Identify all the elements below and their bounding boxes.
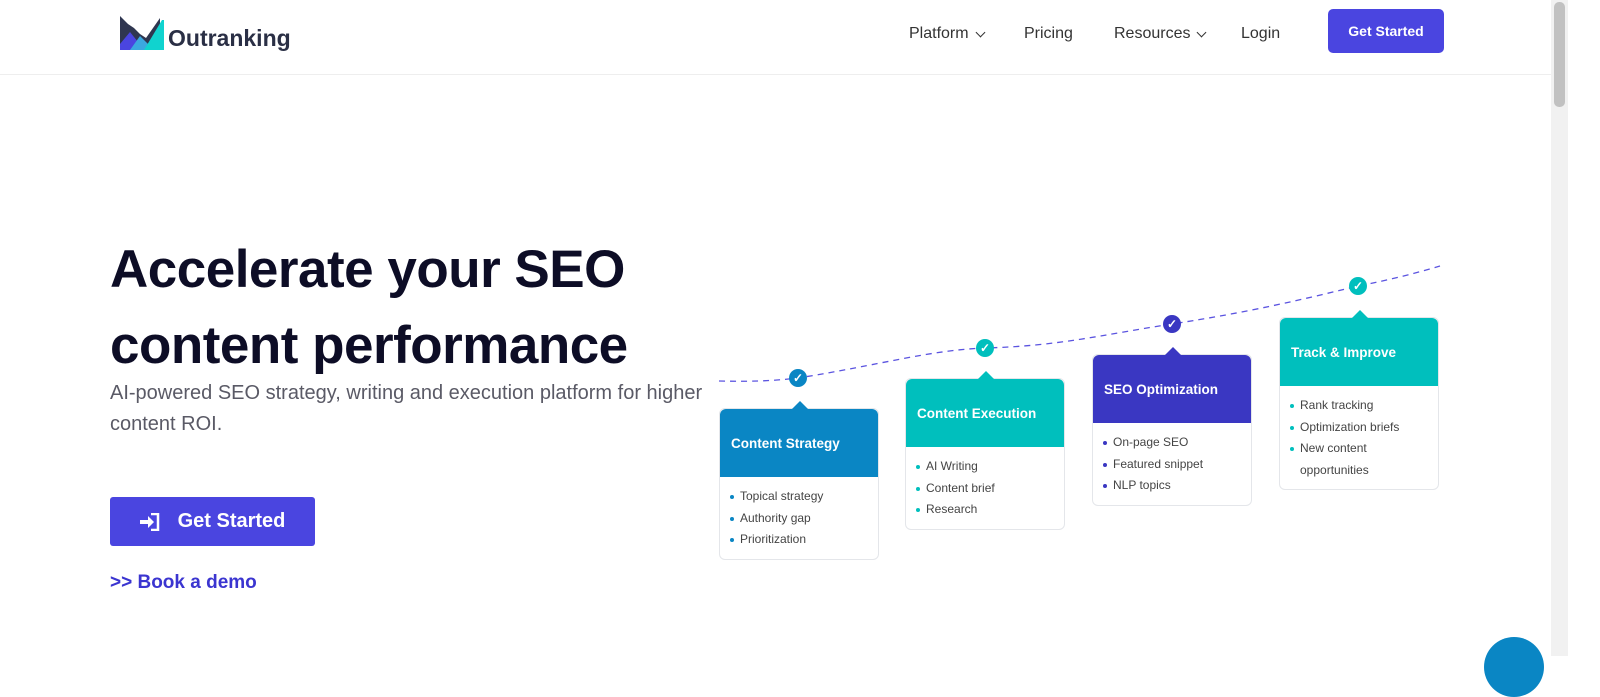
step-feature-item: Content brief: [916, 478, 1054, 500]
step-feature-item: New content opportunities: [1290, 438, 1428, 481]
site-header: Outranking Platform Pricing Resources Lo…: [0, 0, 1551, 75]
nav-resources-label: Resources: [1114, 25, 1191, 42]
hero-get-started-button[interactable]: Get Started: [110, 497, 315, 546]
check-circle-icon: ✓: [1349, 277, 1367, 295]
step-card-title: Content Execution: [906, 371, 1064, 447]
nav-platform-label: Platform: [909, 25, 969, 42]
step-feature-item: Featured snippet: [1103, 454, 1241, 476]
book-demo-link[interactable]: >> Book a demo: [110, 572, 257, 593]
nav-resources[interactable]: Resources: [1114, 25, 1207, 43]
header-get-started-button[interactable]: Get Started: [1328, 9, 1444, 53]
check-circle-icon: ✓: [789, 369, 807, 387]
step-feature-item: AI Writing: [916, 456, 1054, 478]
step-feature-item: Optimization briefs: [1290, 417, 1428, 439]
sign-in-icon: [139, 512, 159, 531]
step-card-title: SEO Optimization: [1093, 347, 1251, 423]
nav-login[interactable]: Login: [1241, 25, 1280, 43]
step-feature-item: NLP topics: [1103, 475, 1241, 497]
logo-text: Outranking: [168, 24, 291, 51]
hero-title-line: content performance: [110, 316, 628, 375]
step-feature-item: Authority gap: [730, 508, 868, 530]
nav-pricing-label: Pricing: [1024, 25, 1073, 42]
step-feature-item: Topical strategy: [730, 486, 868, 508]
step-feature-item: On-page SEO: [1103, 432, 1241, 454]
logo[interactable]: Outranking: [120, 16, 291, 52]
scrollbar[interactable]: [1551, 0, 1568, 656]
nav-platform[interactable]: Platform: [909, 25, 986, 43]
step-feature-item: Research: [916, 499, 1054, 521]
scrollbar-thumb[interactable]: [1554, 2, 1565, 107]
chat-widget-button[interactable]: [1484, 637, 1544, 697]
hero-cta-label: Get Started: [177, 510, 286, 532]
hero-subtitle: AI-powered SEO strategy, writing and exe…: [110, 382, 703, 435]
nav-pricing[interactable]: Pricing: [1024, 25, 1073, 43]
step-feature-item: Prioritization: [730, 529, 868, 551]
step-card-title: Track & Improve: [1280, 310, 1438, 386]
hero-title: Accelerate your SEO content performance: [110, 232, 628, 384]
step-card-title: Content Strategy: [720, 401, 878, 477]
hero-title-line: Accelerate your SEO: [110, 240, 625, 299]
check-circle-icon: ✓: [976, 339, 994, 357]
step-feature-item: Rank tracking: [1290, 395, 1428, 417]
check-circle-icon: ✓: [1163, 315, 1181, 333]
nav-login-label: Login: [1241, 25, 1281, 42]
logo-mountain-icon: [120, 16, 164, 50]
